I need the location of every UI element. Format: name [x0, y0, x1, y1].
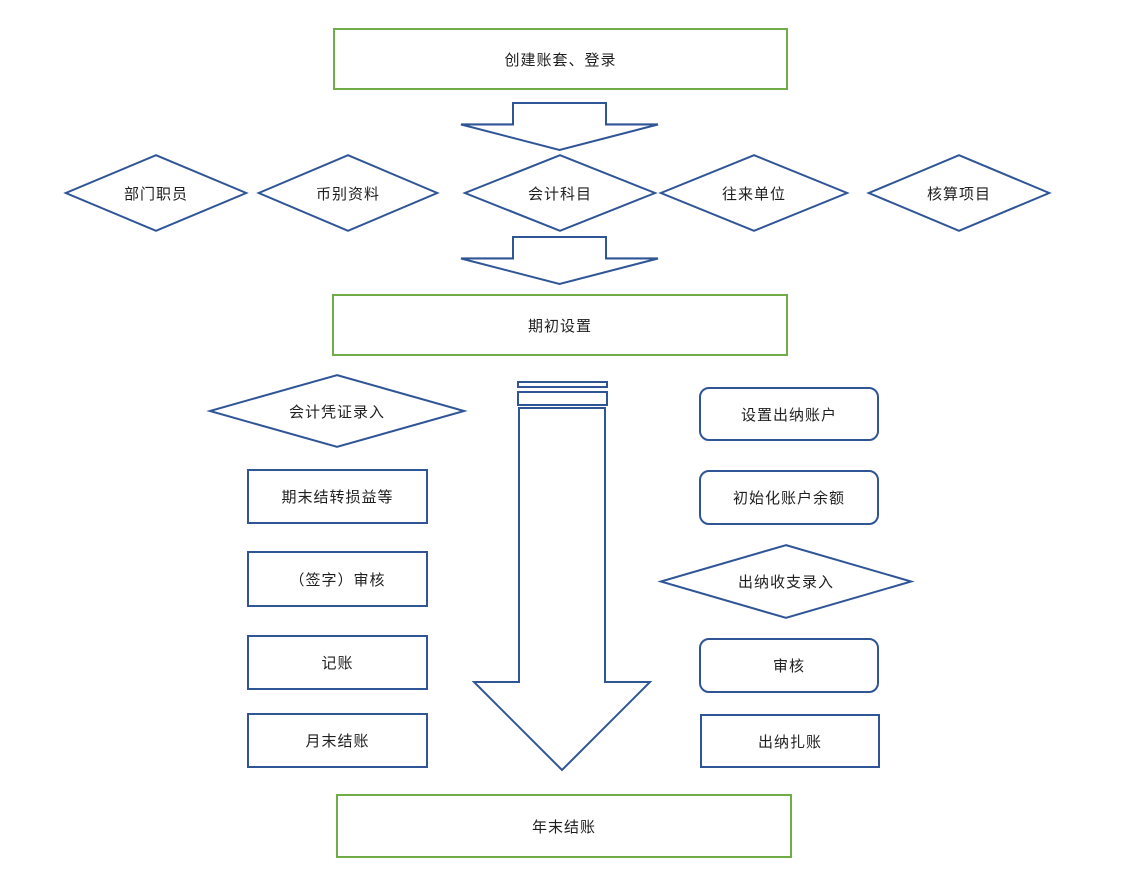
bookkeeping-label: 记账	[321, 655, 354, 672]
initialize-account-balance-label: 初始化账户余额	[732, 490, 845, 507]
down-block-arrow-icon	[459, 236, 660, 286]
sign-audit-label: （签字）审核	[289, 571, 386, 589]
diamond-department-staff-label: 部门职员	[123, 185, 188, 203]
diamond-accounting-items-label: 核算项目	[926, 185, 991, 203]
cashier-closing-box: 出纳扎账	[700, 714, 880, 768]
year-end-closing-box: 年末结账	[336, 794, 792, 858]
create-account-login-label: 创建账套、登录	[504, 51, 617, 69]
month-end-closing-box: 月末结账	[247, 713, 428, 768]
diamond-accounting-subjects: 会计科目	[462, 154, 658, 232]
year-end-closing-label: 年末结账	[531, 818, 596, 836]
period-end-transfer-box: 期末结转损益等	[247, 469, 428, 524]
month-end-closing-label: 月末结账	[305, 733, 370, 750]
diamond-business-partners: 往来单位	[658, 154, 850, 232]
diamond-cashier-income-expense-entry-label: 出纳收支录入	[737, 574, 834, 591]
setup-cashier-account-label: 设置出纳账户	[740, 406, 837, 424]
bookkeeping-box: 记账	[247, 635, 428, 690]
initial-setup-label: 期初设置	[527, 317, 592, 335]
diamond-cashier-income-expense-entry: 出纳收支录入	[657, 544, 915, 619]
cashier-audit-box: 审核	[699, 638, 879, 693]
diamond-voucher-entry-label: 会计凭证录入	[288, 403, 385, 421]
setup-cashier-account-box: 设置出纳账户	[699, 387, 879, 441]
diamond-currency-data: 币别资料	[256, 154, 440, 232]
cashier-closing-label: 出纳扎账	[757, 733, 822, 751]
create-account-login-box: 创建账套、登录	[333, 28, 788, 90]
diamond-department-staff: 部门职员	[63, 154, 249, 232]
diamond-voucher-entry: 会计凭证录入	[206, 374, 468, 448]
initial-setup-box: 期初设置	[332, 294, 788, 356]
down-block-arrow-icon	[459, 102, 660, 152]
period-end-transfer-label: 期末结转损益等	[281, 489, 394, 506]
diamond-business-partners-label: 往来单位	[721, 185, 786, 203]
sign-audit-box: （签字）审核	[247, 551, 428, 607]
diamond-currency-data-label: 币别资料	[315, 185, 380, 203]
cashier-audit-label: 审核	[772, 658, 805, 675]
diamond-accounting-subjects-label: 会计科目	[527, 185, 592, 203]
initialize-account-balance-box: 初始化账户余额	[699, 470, 879, 525]
striped-down-arrow-icon	[470, 380, 655, 774]
diamond-accounting-items: 核算项目	[866, 154, 1052, 232]
